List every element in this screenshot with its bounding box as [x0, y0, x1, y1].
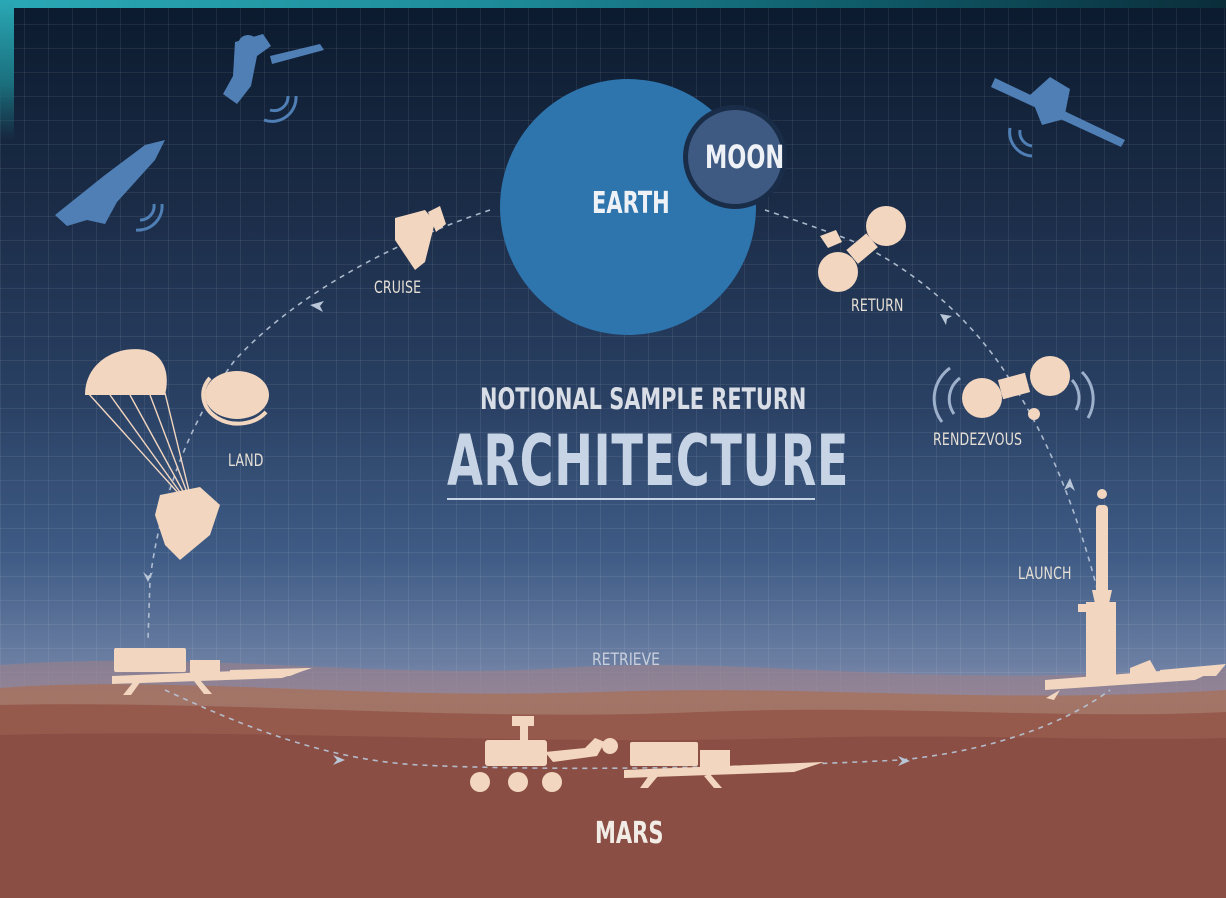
satellite-icon [55, 140, 165, 226]
mars-label: MARS [595, 816, 664, 851]
title-underline [447, 498, 815, 500]
stage-label-cruise: CRUISE [374, 278, 422, 298]
stage-label-rendezvous: RENDEZVOUS [933, 430, 1023, 450]
window-edge [0, 0, 1226, 8]
earth-label: EARTH [592, 186, 670, 221]
stage-label-launch: LAUNCH [1018, 564, 1072, 584]
stage-label-retrieve: RETRIEVE [592, 650, 660, 670]
diagram-subtitle: NOTIONAL SAMPLE RETURN [480, 382, 807, 416]
diagram-title: ARCHITECTURE [447, 420, 850, 502]
stage-label-land: LAND [228, 451, 264, 471]
rover-icon [470, 716, 618, 792]
signal-icon [932, 366, 1095, 423]
signal-icon [135, 203, 164, 232]
path-arrows [143, 301, 1075, 766]
orbiter-icon [962, 356, 1070, 420]
lander-icon [201, 371, 269, 426]
parachute-icon [85, 349, 220, 560]
cruise-stage-icon [395, 206, 446, 270]
satellite-icon [223, 34, 324, 104]
signal-icon [1008, 127, 1033, 158]
mars-terrain [0, 660, 1226, 898]
signal-icon [263, 95, 298, 123]
return-orbiter-icon [818, 206, 906, 292]
moon-label: MOON [705, 138, 785, 176]
fetch-lander-icon [624, 742, 824, 788]
satellite-icon [991, 77, 1125, 147]
moon-icon [688, 110, 782, 204]
window-edge-left [0, 0, 14, 140]
stage-label-return: RETURN [851, 296, 904, 316]
ascent-vehicle-icon [1045, 489, 1226, 700]
sample-lander-icon [112, 648, 312, 695]
